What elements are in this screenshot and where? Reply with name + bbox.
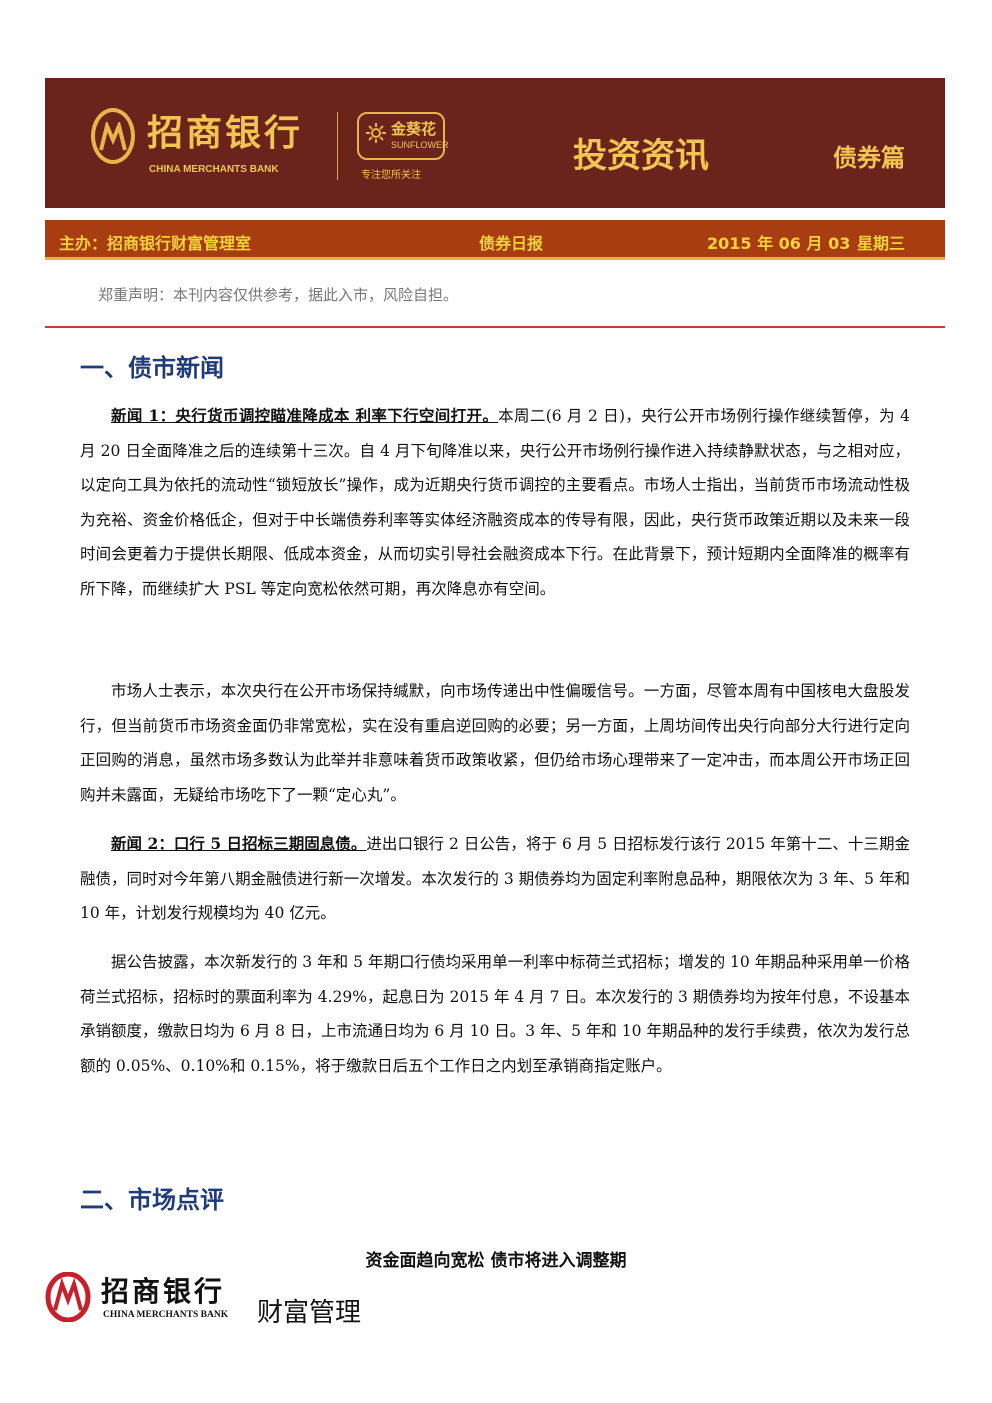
cmb-footer-logo-icon <box>45 1272 91 1322</box>
sunflower-badge: 金葵花 SUNFLOWER <box>357 112 449 160</box>
report-name: 债券日报 <box>479 234 544 253</box>
footer-logo: 招商银行 CHINA MERCHANTS BANK 财富管理 <box>45 1270 385 1330</box>
footer-logo-name-cn: 招商银行 <box>101 1275 226 1308</box>
sunflower-icon <box>366 123 386 143</box>
disclaimer: 郑重声明：本刊内容仅供参考，据此入市，风险自担。 <box>98 286 459 304</box>
news-paragraph-2: 市场人士表示，本次央行在公开市场保持缄默，向市场传递出中性偏暖信号。一方面，尽管… <box>80 674 910 812</box>
commentary-heading: 资金面趋向宽松 债市将进入调整期 <box>365 1251 627 1271</box>
cmb-logo-icon <box>91 108 135 164</box>
news-paragraph-4: 据公告披露，本次新发行的 3 年和 5 年期口行债均采用单一利率中标荷兰式招标；… <box>80 945 910 1083</box>
footer-logo-subtitle: 财富管理 <box>257 1298 362 1328</box>
news-paragraph-1: 新闻 1：央行货币调控瞄准降成本 利率下行空间打开。本周二(6 月 2 日)，央… <box>80 399 910 606</box>
logo-name-en: CHINA MERCHANTS BANK <box>149 164 279 175</box>
news-1-headline: 新闻 1：央行货币调控瞄准降成本 利率下行空间打开。 <box>111 406 499 425</box>
logo-divider <box>337 112 338 180</box>
sunflower-name-cn: 金葵花 <box>391 120 437 138</box>
sunflower-name-en: SUNFLOWER <box>391 140 449 150</box>
news-2-body-2: 据公告披露，本次新发行的 3 年和 5 年期口行债均采用单一利率中标荷兰式招标；… <box>80 953 910 1075</box>
page-subtitle: 债券篇 <box>833 144 905 172</box>
host-label: 主办：招商银行财富管理室 <box>59 234 252 253</box>
section-title-commentary: 二、市场点评 <box>80 1186 224 1214</box>
sunflower-slogan: 专注您所关注 <box>361 170 421 181</box>
news-2-headline: 新闻 2：口行 5 日招标三期固息债。 <box>111 834 367 853</box>
page-title: 投资资讯 <box>573 136 709 176</box>
header-banner: 招商银行 CHINA MERCHANTS BANK 金葵花 SUNFLOWER … <box>45 78 945 208</box>
info-bar: 主办：招商银行财富管理室 债券日报 2015 年 06 月 03 星期三 <box>45 220 945 260</box>
report-weekday: 星期三 <box>857 234 906 253</box>
report-date: 2015 年 06 月 03 <box>707 234 851 253</box>
news-1-body: 本周二(6 月 2 日)，央行公开市场例行操作继续暂停，为 4 月 20 日全面… <box>80 407 910 598</box>
footer-logo-name-en: CHINA MERCHANTS BANK <box>103 1310 229 1320</box>
divider-line <box>45 326 945 328</box>
section-title-news: 一、债市新闻 <box>80 354 224 382</box>
news-1-body-2: 市场人士表示，本次央行在公开市场保持缄默，向市场传递出中性偏暖信号。一方面，尽管… <box>80 682 910 804</box>
logo-name-cn: 招商银行 <box>147 113 304 154</box>
news-paragraph-3: 新闻 2：口行 5 日招标三期固息债。进出口银行 2 日公告，将于 6 月 5 … <box>80 827 910 931</box>
news-2-body: 进出口银行 2 日公告，将于 6 月 5 日招标发行该行 2015 年第十二、十… <box>80 835 911 922</box>
